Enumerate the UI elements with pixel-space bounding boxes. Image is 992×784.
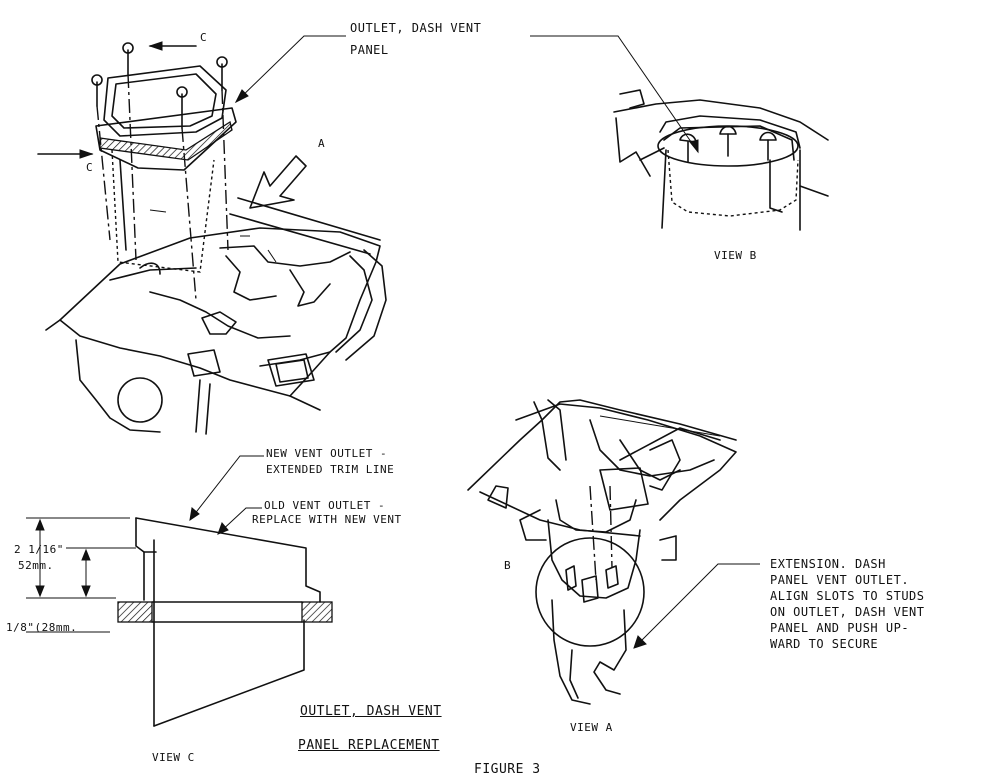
caption-line2: PANEL REPLACEMENT <box>298 738 440 753</box>
callout-b: B <box>504 559 512 572</box>
screw-left <box>91 74 103 107</box>
view-a-label: VIEW A <box>570 721 613 734</box>
caption-line1: OUTLET, DASH VENT <box>300 704 442 719</box>
old-vent-label-line2: REPLACE WITH NEW VENT <box>252 513 402 526</box>
screw-top-right <box>216 56 228 91</box>
dimension-height-line1: 2 1/16" <box>14 543 64 556</box>
view-c-drawing <box>26 455 333 727</box>
outlet-dash-vent-label-line2: PANEL <box>350 43 389 57</box>
view-b-drawing <box>530 35 829 231</box>
old-vent-label-line1: OLD VENT OUTLET - <box>264 499 386 512</box>
callout-a: A <box>318 137 326 150</box>
callout-c-top: C <box>200 31 208 44</box>
view-a-drawing <box>467 399 760 705</box>
callout-c-left: C <box>86 161 94 174</box>
dimension-height-line2: 52mm. <box>18 559 54 572</box>
screw-center <box>176 86 188 129</box>
view-b-label: VIEW B <box>714 249 757 262</box>
view-c-label: VIEW C <box>152 751 195 764</box>
outlet-dash-vent-label-line1: OUTLET, DASH VENT <box>350 21 482 35</box>
dimension-lower: 1/8"(28mm. <box>6 621 78 634</box>
main-assembly-drawing <box>37 35 387 435</box>
figure-number: FIGURE 3 <box>474 762 541 777</box>
new-vent-label-line1: NEW VENT OUTLET - <box>266 447 388 460</box>
new-vent-label-line2: EXTENDED TRIM LINE <box>266 463 395 476</box>
screw-top-left <box>122 42 134 75</box>
extension-note: EXTENSION. DASH PANEL VENT OUTLET. ALIGN… <box>770 557 925 651</box>
